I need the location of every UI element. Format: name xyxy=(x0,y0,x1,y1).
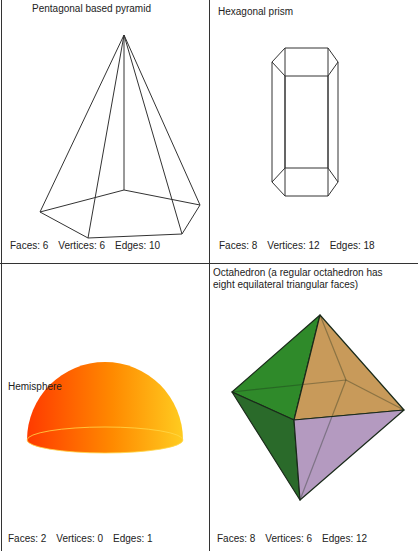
shape-count: Vertices: 12 xyxy=(267,240,319,252)
shape-name: Hemisphere xyxy=(8,381,198,393)
pyramid-figure xyxy=(40,35,200,238)
shape-count: Edges: 12 xyxy=(322,533,367,545)
shape-cell: Pentagonal based pyramidFaces: 6 Vertices… xyxy=(0,0,209,263)
shape-name: Hexagonal prism xyxy=(218,6,408,18)
shape-count: Vertices: 6 xyxy=(265,533,312,545)
hemisphere-figure xyxy=(27,362,183,453)
stats-row: Faces: 8 Vertices: 6 Edges: 12 xyxy=(217,533,367,545)
shape-count: Edges: 1 xyxy=(113,533,152,545)
shape-name: Octahedron (a regular octahedron has eig… xyxy=(213,267,403,291)
stats-row: Faces: 8 Vertices: 12 Edges: 18 xyxy=(219,240,375,252)
shape-cell: Octahedron (a regular octahedron has eig… xyxy=(209,263,418,551)
shape-cell: Hexagonal prismFaces: 8 Vertices: 12 Edges… xyxy=(209,0,418,263)
stats-row: Faces: 6 Vertices: 6 Edges: 10 xyxy=(10,240,160,252)
prism-figure xyxy=(272,48,338,196)
stats-row: Faces: 2 Vertices: 0 Edges: 1 xyxy=(8,533,153,545)
shape-count: Vertices: 0 xyxy=(56,533,103,545)
shape-count: Faces: 8 xyxy=(217,533,255,545)
octahedron-figure xyxy=(232,315,404,500)
shape-count: Vertices: 6 xyxy=(58,240,105,252)
shape-count: Edges: 10 xyxy=(115,240,160,252)
shape-count: Faces: 2 xyxy=(8,533,46,545)
shape-count: Faces: 8 xyxy=(219,240,257,252)
shape-count: Edges: 18 xyxy=(330,240,375,252)
shape-name: Pentagonal based pyramid xyxy=(32,3,202,15)
shape-count: Faces: 6 xyxy=(10,240,48,252)
shape-cell: HemisphereFaces: 2 Vertices: 0 Edges: 1 xyxy=(0,263,209,551)
